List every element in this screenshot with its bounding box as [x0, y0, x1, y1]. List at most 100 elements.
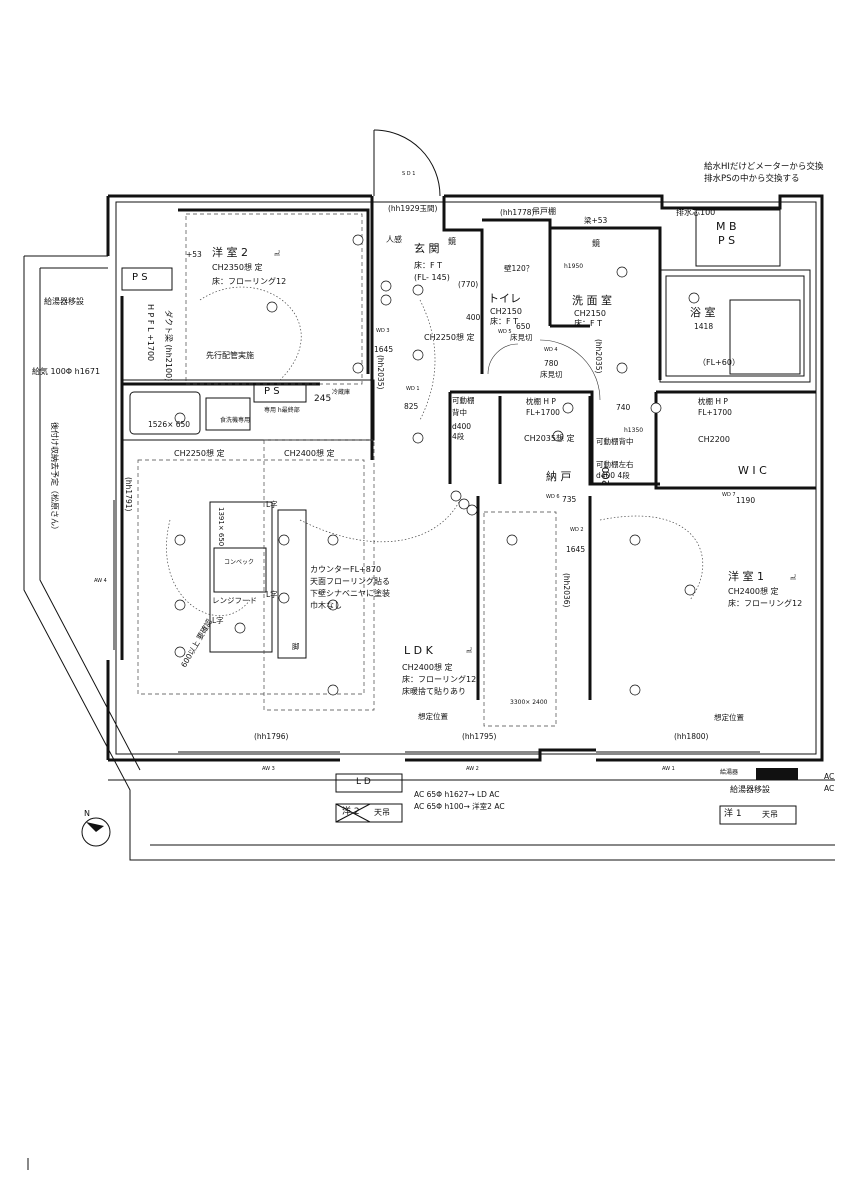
kitchen-zone [137, 459, 365, 695]
label-labels-pillow_hp1b: FL+1700 [526, 407, 560, 417]
label-labels-shelf_lr: 可動棚左右 [596, 459, 634, 469]
label-rooms-bath-size: 1418 [694, 321, 714, 331]
label-rooms-corridor_ch: CH2250想 定 [424, 333, 475, 342]
outlet-marker [412, 432, 424, 444]
outlet-marker [327, 534, 339, 546]
outlet-marker [629, 534, 641, 546]
label-labels-shelf_movable1b: 背中 [452, 407, 467, 417]
toilet-door[interactable] [487, 343, 519, 375]
label-labels-h1350: h1350 [624, 427, 644, 434]
label-labels-intake_vent: 給気 100Φ h1671 [32, 367, 101, 376]
label-labels-dim_2035b: (hh2035) [594, 338, 603, 373]
interior-walls [121, 196, 816, 700]
label-labels-l_shape3: L字 [212, 615, 224, 625]
outlet-marker [616, 266, 628, 278]
label-rooms-washroom-ch: CH2150 [574, 309, 606, 318]
label-labels-dim_780: 780 [544, 358, 559, 368]
label-notes-hh_entrance: (hh1929玉間) [388, 203, 438, 213]
ac-w1-box [719, 805, 797, 825]
label-labels-dim_2036: (hh2036) [562, 572, 571, 607]
label-notes-top_right_2: 排水PSの中から交換する [704, 173, 800, 184]
ps-box-mid [253, 383, 307, 403]
kitchen-sink [129, 391, 201, 435]
label-labels-north: N [84, 809, 90, 818]
label-labels-pillow_hp2b: FL+1700 [698, 407, 732, 417]
label-labels-counter1: カウンターFL+870 [310, 565, 382, 574]
water-heater-move [756, 768, 798, 780]
label-rooms-washroom-name: 洗 面 室 [572, 294, 612, 307]
room2-zone [185, 213, 363, 385]
label-labels-counter3: 下壁シナベニヤに塗装 [310, 589, 390, 598]
label-labels-cooktop: コンベック [224, 559, 255, 566]
label-rooms-toilet-ch: CH2150 [490, 307, 522, 316]
label-labels-pillow_hp2: 枕棚 H P [698, 396, 728, 406]
label-labels-wall_1207: 壁120？ [504, 263, 534, 273]
ac-ld-box [335, 773, 403, 793]
label-labels-l_shape1: L字 [266, 499, 278, 509]
outlet-marker [380, 294, 392, 306]
kitchen-island [209, 501, 273, 653]
label-labels-wd4: WD 4 [544, 347, 558, 353]
label-labels-sd1: S D 1 [402, 171, 416, 177]
label-labels-ceiling1: 天吊 [374, 808, 390, 817]
label-labels-wd2: WD 2 [570, 527, 584, 533]
label-labels-aw3: AW 3 [262, 766, 275, 772]
mbps-box [695, 209, 781, 267]
label-labels-dim_735: 735 [562, 494, 577, 504]
outlet-marker [352, 234, 364, 246]
label-labels-wd3: WD 3 [376, 328, 390, 334]
label-labels-m2: ㎡ [790, 575, 797, 582]
label-labels-tv_size: 3300× 2400 [510, 699, 548, 706]
label-labels-counter2: 天面フローリング貼る [310, 577, 390, 586]
label-labels-later_wall: 後付け収納去予定（松原さん） [50, 422, 59, 534]
label-labels-ac_note2: AC 65Φ h100→ 洋室2 AC [414, 801, 505, 811]
dishwasher-box [205, 397, 251, 431]
outlet-marker [234, 622, 246, 634]
label-rooms-kitchen_ch: CH2250想 定 [174, 449, 225, 458]
outlet-marker [278, 534, 290, 546]
label-notes-beam_left: +53 [186, 249, 202, 259]
label-labels-leg: 脚 [292, 641, 300, 651]
outlet-marker [466, 504, 478, 516]
label-labels-wd7: WD 7 [722, 492, 736, 498]
label-labels-w1: 洋 1 [724, 809, 742, 819]
outlet-marker [412, 349, 424, 361]
label-labels-m2: ㎡ [466, 648, 473, 655]
outlet-marker [278, 592, 290, 604]
label-labels-aw4: AW 4 [94, 578, 107, 584]
outlet-marker [327, 599, 339, 611]
label-rooms-western1-ch: CH2400想 定 [728, 587, 779, 596]
label-labels-ld: L D [356, 777, 371, 787]
label-rooms-storage-ch: CH2035想 定 [524, 434, 575, 443]
washroom-door[interactable] [539, 339, 601, 401]
label-labels-fridge: 冷蔵庫 [332, 389, 351, 396]
label-labels-dim_825: 825 [404, 401, 419, 411]
outlet-marker [552, 430, 564, 442]
label-notes-top_right_1: 給水HIだけどメーターから交換 [704, 161, 824, 172]
label-notes-hanging_door: 吊戸棚 [532, 207, 556, 216]
label-rooms-entrance-fl: (FL- 145) [414, 273, 450, 282]
label-labels-pillow_hp1: 枕棚 H P [526, 396, 556, 406]
label-rooms-washroom-floor: 床：F T [574, 319, 603, 328]
label-labels-shelf_lr2: d400 4段 [596, 470, 630, 480]
label-rooms-western2-name: 洋 室 2 [212, 246, 248, 259]
outlet-marker [688, 292, 700, 304]
label-labels-duct_beam: ダクト梁 (hh2100) [164, 310, 173, 382]
label-labels-hh1795: (hh1795) [462, 731, 497, 741]
label-labels-floor_cut1: 床見切 [510, 332, 533, 342]
label-labels-shelf_movable1d: 4段 [452, 431, 465, 441]
outlet-marker [458, 498, 470, 510]
label-labels-shelf_movable1: 可動棚 [452, 395, 475, 405]
label-rooms-western2-floor: 床：フローリング12 [212, 277, 287, 286]
entrance-door[interactable] [373, 129, 441, 197]
counter-box [277, 509, 307, 659]
ps-box-left [121, 267, 173, 291]
label-labels-mirror1: 鏡 [448, 237, 456, 246]
label-notes-beam_top: 梁+53 [584, 215, 608, 225]
label-labels-dim_400: 400 [466, 312, 481, 322]
outlet-marker [684, 584, 696, 596]
label-labels-counter4: 巾木なし [310, 601, 342, 610]
label-labels-shelf_movable1c: d400 [452, 421, 472, 431]
label-labels-ih_cook: 専用 h最終部 [264, 407, 300, 414]
label-labels-ac1: AC [824, 771, 835, 781]
